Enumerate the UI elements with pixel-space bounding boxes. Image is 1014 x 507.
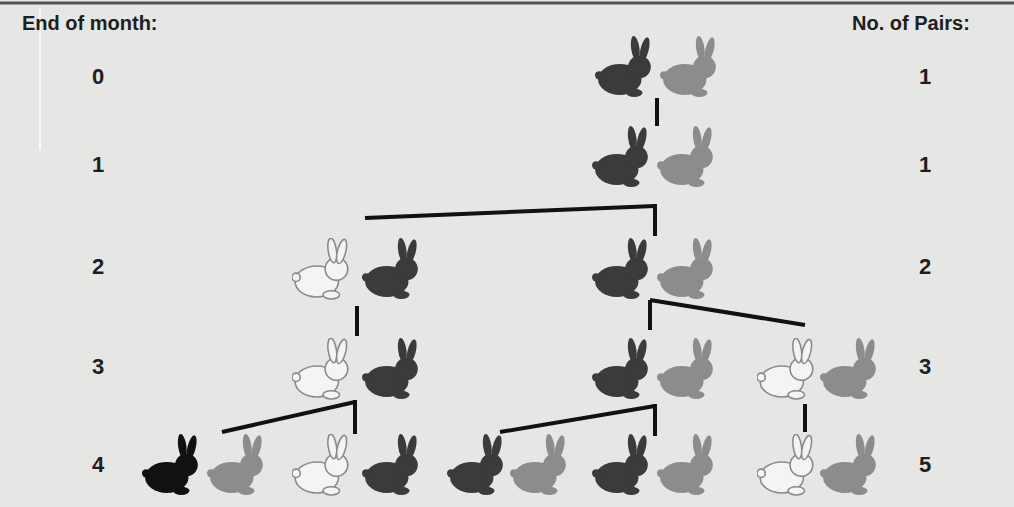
rabbit (362, 338, 419, 399)
month-number: 2 (92, 254, 104, 280)
rabbit (592, 434, 649, 495)
pair-count: 1 (919, 64, 931, 90)
pair-count: 3 (919, 354, 931, 380)
rabbit (592, 238, 649, 299)
rabbit (592, 126, 649, 187)
rabbit-row-3 (292, 338, 877, 399)
rabbit (292, 238, 349, 299)
lineage-lines (222, 98, 805, 436)
pair-count: 5 (919, 452, 931, 478)
rabbit (447, 434, 504, 495)
rabbit (660, 36, 717, 97)
rabbit-row-2 (292, 238, 714, 299)
column-header: End of month: (22, 12, 158, 35)
month-number: 1 (92, 152, 104, 178)
month-number: 3 (92, 354, 104, 380)
rabbit (362, 238, 419, 299)
pair-count: 1 (919, 152, 931, 178)
rabbit (757, 434, 814, 495)
rabbit-row-0 (595, 36, 717, 97)
column-header: No. of Pairs: (852, 12, 970, 35)
rabbit (757, 338, 814, 399)
rabbit (657, 434, 714, 495)
rabbit (657, 126, 714, 187)
rabbit (592, 338, 649, 399)
rabbit (292, 434, 349, 495)
rabbit (820, 338, 877, 399)
pair-count: 2 (919, 254, 931, 280)
rabbit (142, 434, 199, 495)
rabbit (510, 434, 567, 495)
month-number: 4 (92, 452, 104, 478)
rabbit-row-4 (142, 434, 877, 495)
rabbit (657, 338, 714, 399)
month-number: 0 (92, 64, 104, 90)
rabbit (820, 434, 877, 495)
rabbit-row-1 (592, 126, 714, 187)
rabbit (595, 36, 652, 97)
rabbit (292, 338, 349, 399)
rabbit (207, 434, 264, 495)
rabbit (362, 434, 419, 495)
top-rule (0, 2, 1014, 5)
rabbit (657, 238, 714, 299)
